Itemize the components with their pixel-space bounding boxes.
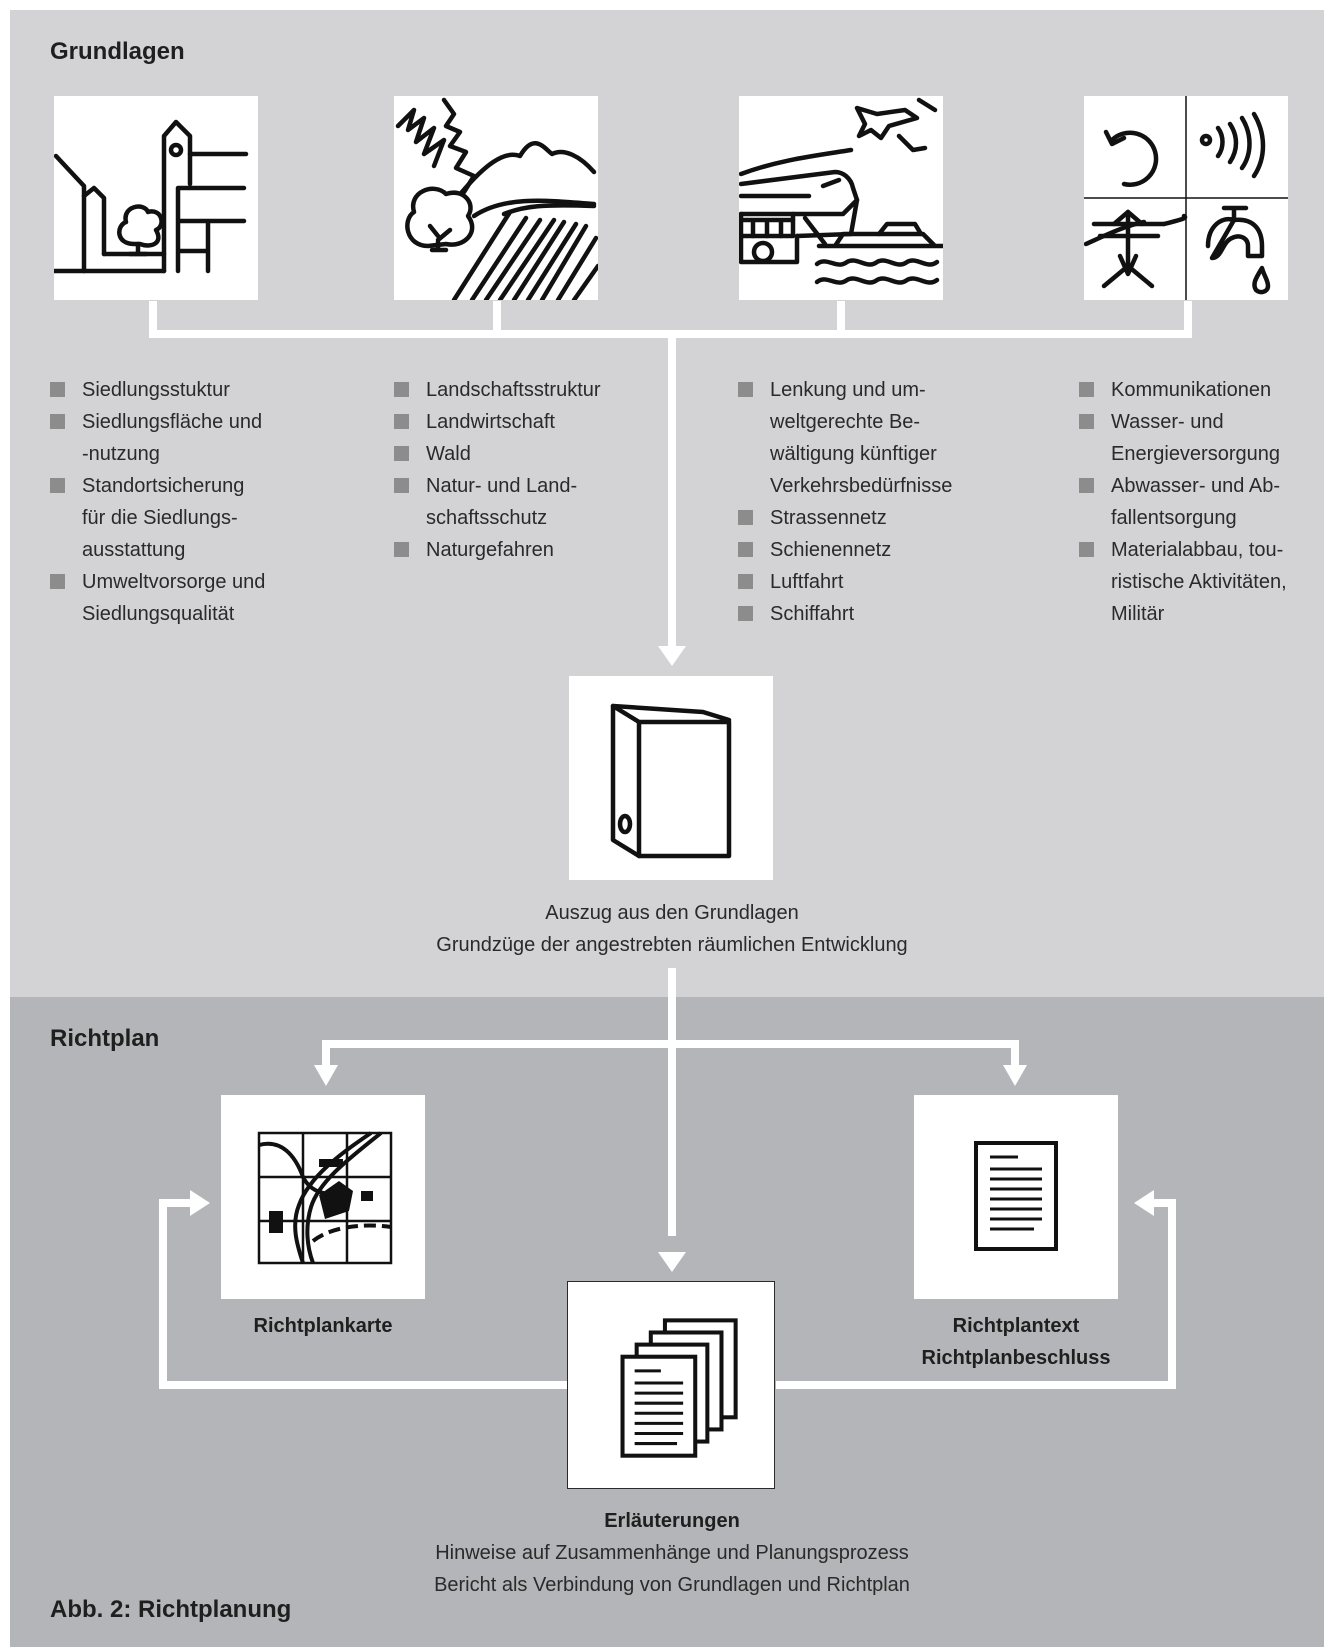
- list-item-text: schaftsschutz: [426, 507, 548, 529]
- list-item-text: Wald: [426, 443, 471, 465]
- list-item-text: Natur- und Land-: [426, 475, 578, 497]
- list-item: Wald: [394, 438, 694, 470]
- list-item-text: Standortsicherung: [82, 475, 245, 497]
- bullet-square: [50, 414, 65, 429]
- list-verkehr: Lenkung und um-weltgerechte Be-wältigung…: [738, 374, 1038, 630]
- list-item-text: Energieversorgung: [1111, 443, 1280, 465]
- list-item: Luftfahrt: [738, 566, 1038, 598]
- bullet-square: [394, 478, 409, 493]
- richtplan-title: Richtplan: [50, 1025, 160, 1052]
- list-item-text: Wasser- und: [1111, 411, 1224, 433]
- list-item-text: Kommunikationen: [1111, 379, 1272, 401]
- bullet-square: [738, 542, 753, 557]
- list-item-text: Umweltvorsorge und: [82, 571, 266, 593]
- list-item-text: Schienennetz: [770, 539, 892, 561]
- list-item: Schiffahrt: [738, 598, 1038, 630]
- list-item-text: Siedlungsfläche und: [82, 411, 263, 433]
- list-siedlung: Siedlungsstuktur Siedlungsfläche und -nut…: [50, 374, 350, 630]
- bullet-square: [1079, 542, 1094, 557]
- list-item: Standortsicherung für die Siedlungs-ausst…: [50, 470, 350, 566]
- document-icon: [914, 1095, 1118, 1299]
- richtplankarte-label: Richtplankarte: [253, 1315, 393, 1337]
- bullet-square: [394, 414, 409, 429]
- auszug-line-2: Grundzüge der angestrebten räumlichen En…: [436, 934, 908, 956]
- list-item: Natur- und Land-schaftsschutz: [394, 470, 694, 534]
- list-item: Strassennetz: [738, 502, 1038, 534]
- bullet-square: [1079, 414, 1094, 429]
- binder-icon: [569, 676, 773, 880]
- bullet-square: [738, 574, 753, 589]
- list-landschaft: Landschaftsstruktur Landwirtschaft Wald …: [394, 374, 694, 566]
- list-item: Lenkung und um-weltgerechte Be-wältigung…: [738, 374, 1038, 502]
- figure-caption: Abb. 2: Richtplanung: [50, 1596, 292, 1623]
- list-item-text: Militär: [1111, 603, 1165, 625]
- erlaeuterungen-title: Erläuterungen: [604, 1510, 740, 1532]
- list-item-text: -nutzung: [82, 443, 160, 465]
- bullet-square: [50, 382, 65, 397]
- list-item: Schienennetz: [738, 534, 1038, 566]
- list-item-text: Lenkung und um-: [770, 379, 926, 401]
- bullet-square: [394, 382, 409, 397]
- bullet-square: [394, 446, 409, 461]
- list-item: Kommunikationen: [1079, 374, 1319, 406]
- list-item-text: Schiffahrt: [770, 603, 855, 625]
- erlaeuterungen-line-1: Hinweise auf Zusammenhänge und Planungsp…: [435, 1542, 909, 1564]
- list-item-text: Siedlungsstuktur: [82, 379, 230, 401]
- erlaeuterungen-line-2: Bericht als Verbindung von Grundlagen un…: [434, 1574, 910, 1596]
- bullet-square: [50, 574, 65, 589]
- list-item-text: wältigung künftiger: [770, 443, 937, 465]
- list-item-text: Verkehrsbedürfnisse: [770, 475, 953, 497]
- richtplantext-label: Richtplantext Richtplanbeschluss: [864, 1310, 1168, 1374]
- list-item-text: Landwirtschaft: [426, 411, 555, 433]
- bullet-square: [394, 542, 409, 557]
- list-item-text: Abwasser- und Ab-: [1111, 475, 1280, 497]
- auszug-line-1: Auszug aus den Grundlagen: [545, 902, 799, 924]
- bullet-square: [50, 478, 65, 493]
- bullet-square: [738, 606, 753, 621]
- list-item-text: Strassennetz: [770, 507, 887, 529]
- list-item: Naturgefahren: [394, 534, 694, 566]
- settlement-icon: [54, 96, 258, 300]
- list-item-text: weltgerechte Be-: [770, 411, 921, 433]
- list-item-text: Siedlungsqualität: [82, 603, 235, 625]
- list-item-text: Luftfahrt: [770, 571, 844, 593]
- transport-icon: [739, 96, 943, 300]
- list-item: Landschaftsstruktur: [394, 374, 694, 406]
- list-item: Abwasser- und Ab-fallentsorgung: [1079, 470, 1319, 534]
- bullet-square: [1079, 478, 1094, 493]
- bullet-square: [738, 382, 753, 397]
- richtplantext-line-1: Richtplantext: [952, 1315, 1080, 1337]
- list-item: Materialabbau, tou-ristische Aktivitäten…: [1079, 534, 1319, 630]
- auszug-caption: Auszug aus den Grundlagen Grundzüge der …: [372, 897, 972, 961]
- stacked-documents-icon: [567, 1281, 775, 1489]
- bullet-square: [1079, 382, 1094, 397]
- bullet-square: [738, 510, 753, 525]
- list-item-text: ristische Aktivitäten,: [1111, 571, 1287, 593]
- erlaeuterungen-caption: Erläuterungen Hinweise auf Zusammenhänge…: [372, 1505, 972, 1601]
- grundlagen-title: Grundlagen: [50, 38, 185, 65]
- quadrant-divider: [1084, 96, 1288, 300]
- list-item-text: Materialabbau, tou-: [1111, 539, 1284, 561]
- landscape-icon: [394, 96, 598, 300]
- map-icon: [221, 1095, 425, 1299]
- list-item-text: fallentsorgung: [1111, 507, 1237, 529]
- list-item-text: für die Siedlungs-: [82, 507, 238, 529]
- list-item-text: Landschaftsstruktur: [426, 379, 601, 401]
- list-item-text: Naturgefahren: [426, 539, 554, 561]
- list-item: Siedlungsstuktur: [50, 374, 350, 406]
- richtplanbeschluss-line: Richtplanbeschluss: [921, 1347, 1111, 1369]
- list-item: Siedlungsfläche und -nutzung: [50, 406, 350, 470]
- list-item-text: ausstattung: [82, 539, 186, 561]
- list-item: Landwirtschaft: [394, 406, 694, 438]
